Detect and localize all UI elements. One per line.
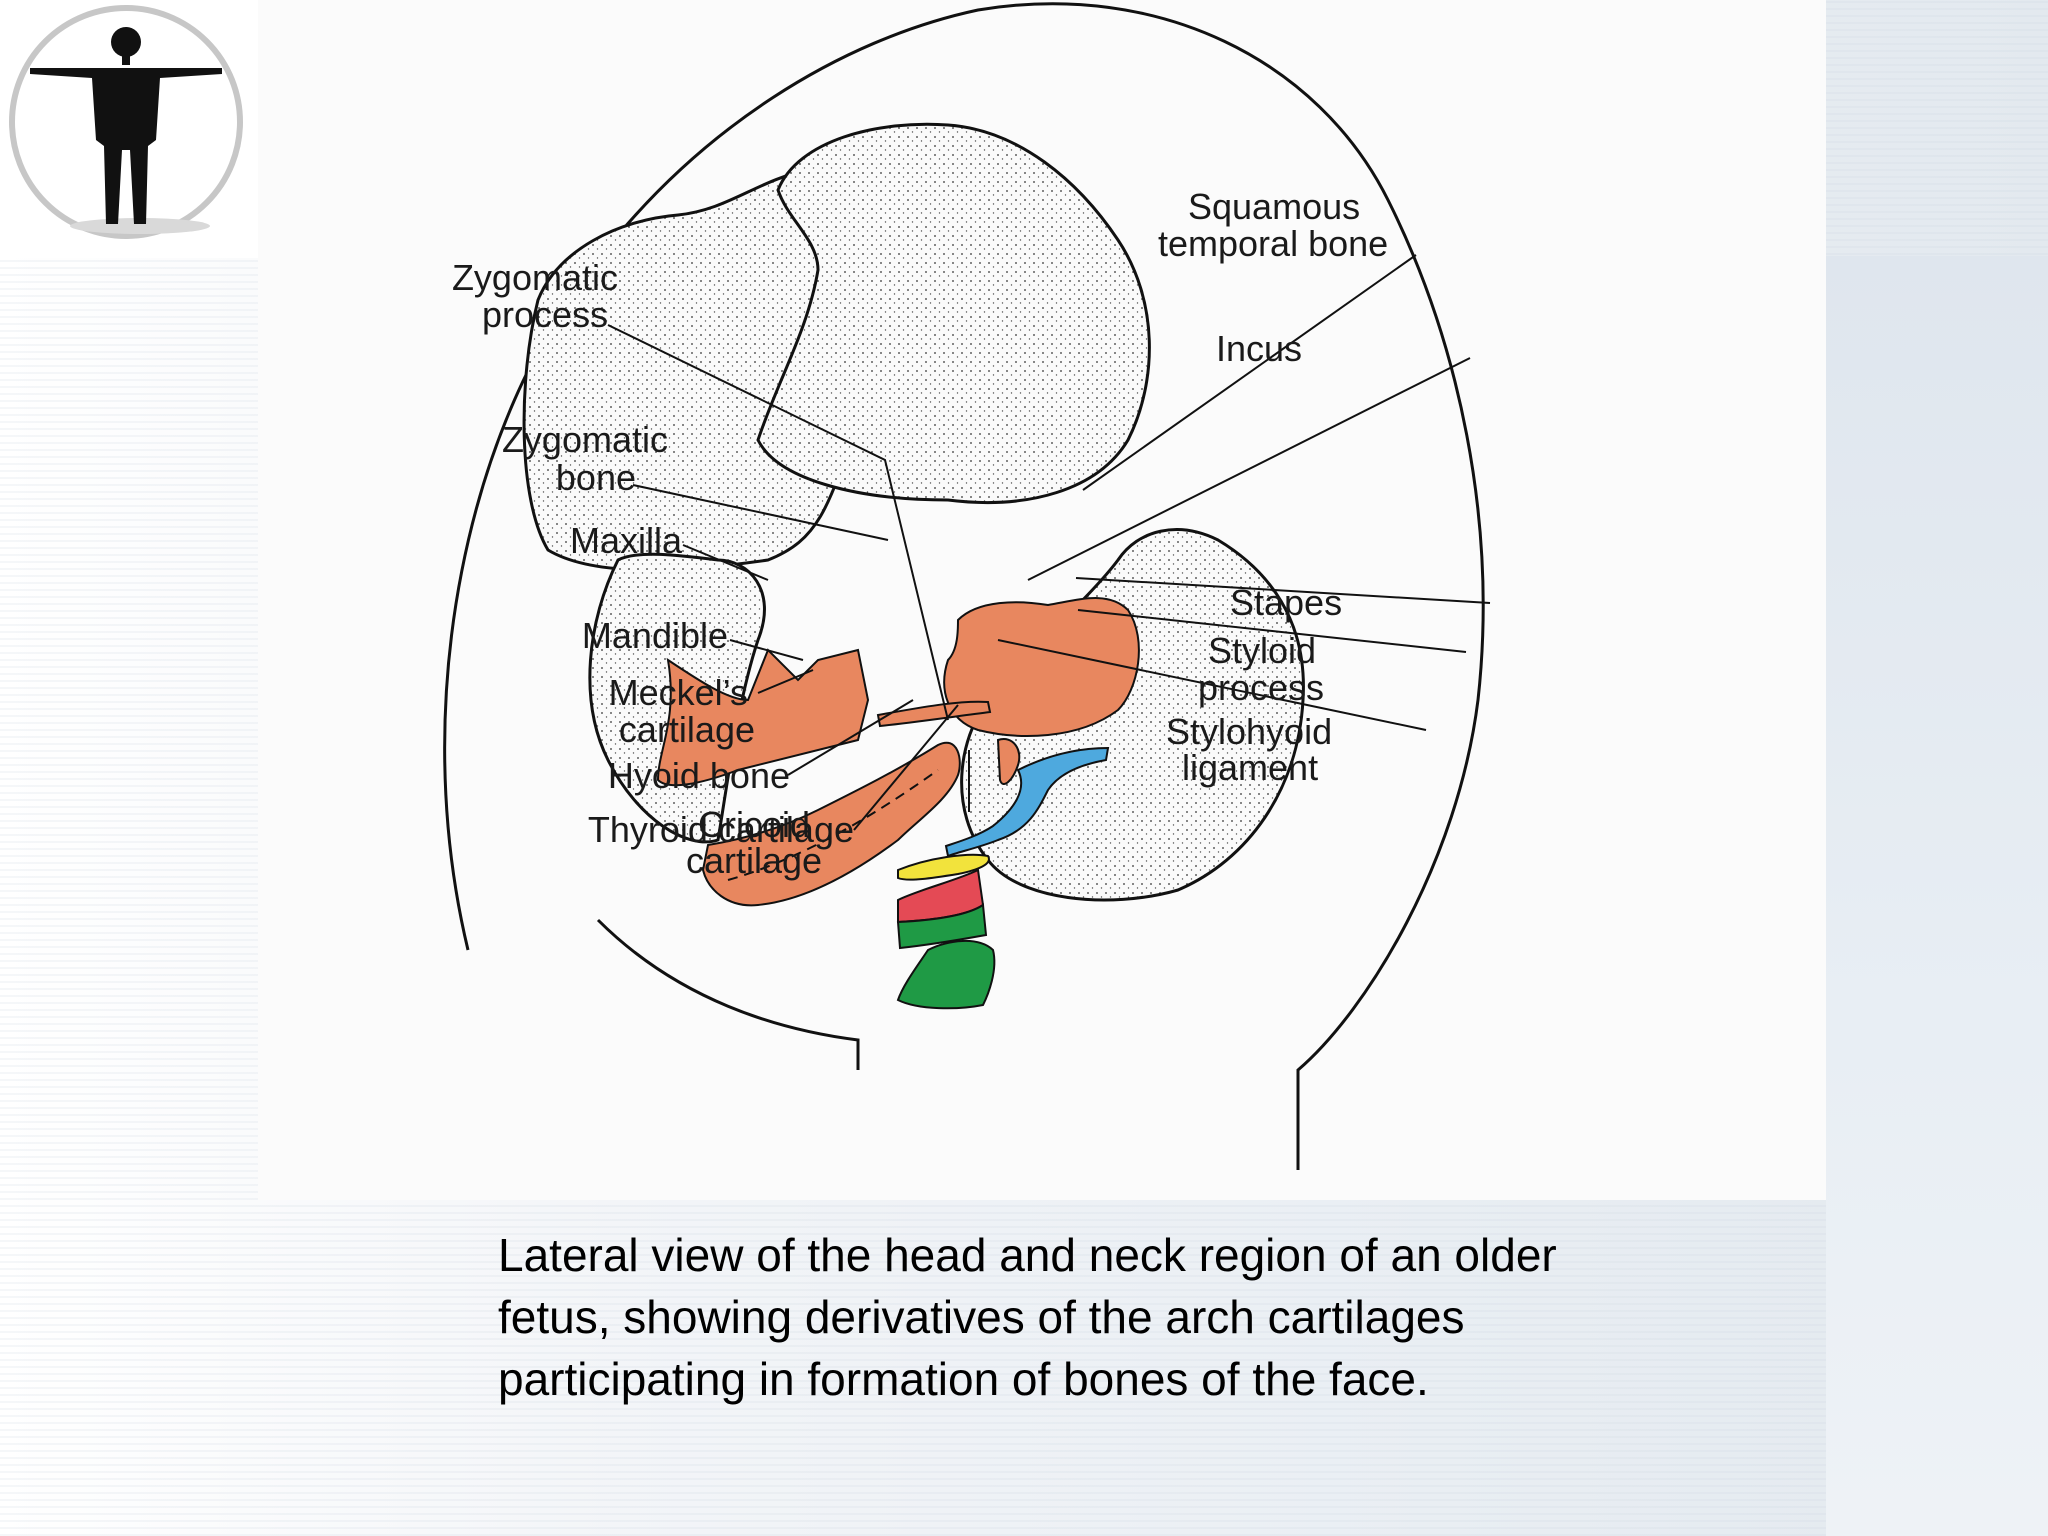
diagram-figure: Zygomatic process Zygomatic bone Maxilla… <box>258 0 1826 1200</box>
anatomy-diagram: Zygomatic process Zygomatic bone Maxilla… <box>443 2 1491 1170</box>
zygomatic-arch-shape <box>876 700 992 728</box>
meckels-cartilage-line <box>727 769 939 881</box>
figure-caption: Lateral view of the head and neck region… <box>498 1229 1557 1405</box>
hyoid-shape <box>897 853 990 881</box>
label-stylohyoid-ligament: Stylohyoid ligament <box>1166 711 1342 788</box>
label-zygomatic-process: Zygomatic process <box>452 257 628 335</box>
leader-thyroid <box>853 704 959 831</box>
cricoid-shape <box>896 939 996 1010</box>
maxilla-shape <box>656 648 870 787</box>
label-squamous-temporal-bone: Squamous temporal bone <box>1158 186 1388 264</box>
neck-outline <box>596 918 860 1070</box>
label-stapes: Stapes <box>1230 582 1342 623</box>
temporal-bone-shape <box>943 597 1140 737</box>
label-maxilla: Maxilla <box>570 520 683 561</box>
frontal-bone <box>756 122 1151 504</box>
leader-meckels <box>757 669 814 694</box>
label-styloid-process: Styloid process <box>1198 630 1326 708</box>
label-zygomatic-bone: Zygomatic bone <box>502 419 678 498</box>
leader-incus <box>1027 357 1471 581</box>
label-cricoid-cartilage: Cricoid cartilage <box>686 804 822 881</box>
thyroid-green-shape <box>896 903 988 950</box>
label-mandible: Mandible <box>582 615 728 656</box>
label-incus: Incus <box>1216 328 1302 369</box>
leader-mandible <box>729 639 804 661</box>
styloid-shape <box>944 746 1110 858</box>
label-hyoid-bone: Hyoid bone <box>608 755 790 796</box>
human-figure-icon <box>9 5 243 239</box>
label-thyroid-cartilage: Thyroid cartilage <box>588 809 854 850</box>
leader-zygomatic-bone <box>632 484 889 541</box>
leader-maxilla <box>682 544 769 581</box>
leader-hyoid <box>787 699 914 776</box>
background-panel <box>1826 256 2048 1536</box>
leader-stapes <box>1075 577 1491 604</box>
leader-zygomatic-process <box>607 324 949 721</box>
mandible-shape <box>701 741 961 907</box>
leader-styloid <box>1077 609 1467 653</box>
head-outline <box>443 2 1485 1170</box>
label-meckels-cartilage: Meckel’s cartilage <box>609 672 758 750</box>
leader-squamous <box>1082 254 1417 491</box>
leader-stylohyoid <box>997 639 1427 731</box>
incus-shape <box>996 738 1021 785</box>
logo <box>0 0 258 258</box>
